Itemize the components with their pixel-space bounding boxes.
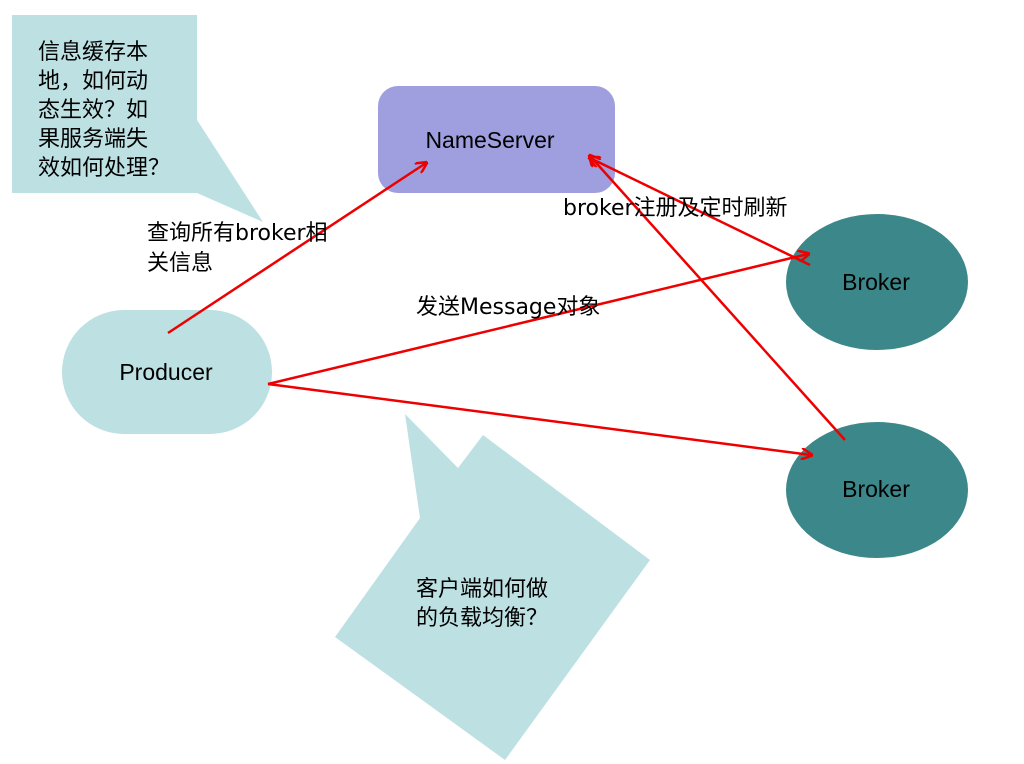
nameserver-node bbox=[378, 86, 615, 193]
arrow-producer-to-nameserver bbox=[167, 163, 426, 335]
arrow-broker-top-to-nameserver bbox=[590, 158, 811, 267]
send-message-label: 发送Message对象 bbox=[416, 295, 601, 320]
arrow-broker-bottom-to-nameserver bbox=[590, 156, 846, 441]
arrow-producer-to-broker-bottom bbox=[267, 382, 811, 455]
nameserver-label: NameServer bbox=[425, 127, 554, 153]
broker-top-label: Broker bbox=[842, 269, 910, 295]
callout-cache-bubble bbox=[12, 15, 263, 222]
arrow-producer-to-broker-top bbox=[267, 254, 808, 386]
broker-node-top bbox=[786, 214, 968, 350]
callout-load-balance-bubble bbox=[335, 414, 650, 760]
broker-node-bottom bbox=[786, 422, 968, 558]
callout-load-balance-text: 客户端如何做 的负载均衡？ bbox=[416, 577, 549, 631]
query-brokers-label: 查询所有broker相 关信息 bbox=[147, 221, 328, 276]
callout-cache-text: 信息缓存本 地，如何动 态生效？如 果服务端失 效如何处理？ bbox=[38, 40, 171, 181]
producer-node bbox=[62, 310, 272, 434]
broker-register-label: broker注册及定时刷新 bbox=[563, 196, 788, 221]
producer-label: Producer bbox=[119, 359, 213, 385]
broker-bottom-label: Broker bbox=[842, 476, 910, 502]
